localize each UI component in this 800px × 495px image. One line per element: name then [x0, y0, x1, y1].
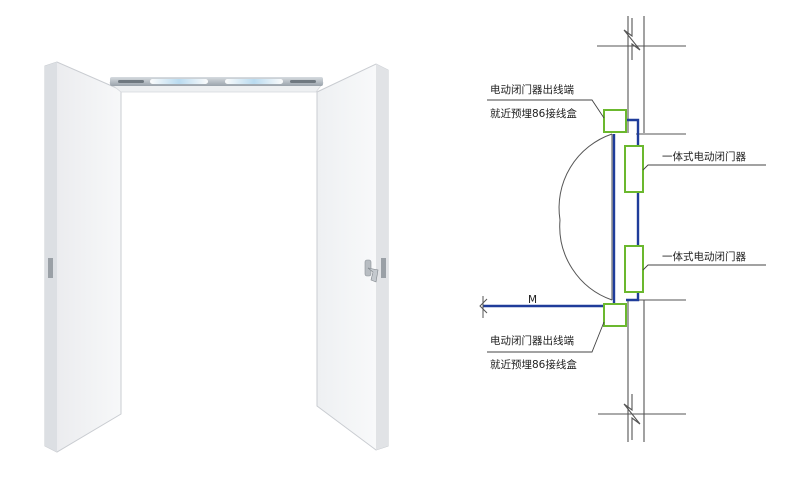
label-outlet-bottom-line1: 电动闭门器出线端 [490, 334, 574, 347]
label-outlet-bottom-line2: 就近预埋86接线盒 [490, 358, 577, 371]
right-hinge [381, 258, 386, 278]
overhead-closer-bar [108, 77, 324, 93]
right-door-edge [376, 64, 388, 450]
door-swing-arcs [558, 133, 613, 301]
label-outlet-top-line1: 电动闭门器出线端 [490, 83, 574, 96]
label-closer-bottom: 一体式电动闭门器 [662, 250, 746, 263]
junction-box-top [603, 109, 627, 133]
door-closer-top [624, 145, 644, 193]
label-outlet-top-line2: 就近预埋86接线盒 [490, 107, 577, 120]
break-mark-bottom [623, 394, 641, 440]
conduit-terminal [479, 296, 488, 318]
left-hinge [48, 258, 53, 278]
door-handle [364, 259, 379, 283]
label-closer-top: 一体式电动闭门器 [662, 150, 746, 163]
break-mark-top [623, 18, 641, 60]
leader-lines [487, 99, 766, 353]
junction-box-bottom [603, 303, 627, 327]
door-illustration [44, 61, 389, 453]
left-door-edge [45, 62, 57, 452]
wall-section [597, 16, 686, 442]
conduit-route [483, 118, 640, 308]
wiring-schematic: M 电动闭门器出线端 就近预埋86接线盒 一体式电动闭门器 一体式电动闭门器 电… [479, 16, 766, 442]
door-closer-bottom [624, 245, 644, 293]
conduit-mark-label: M [528, 294, 537, 306]
